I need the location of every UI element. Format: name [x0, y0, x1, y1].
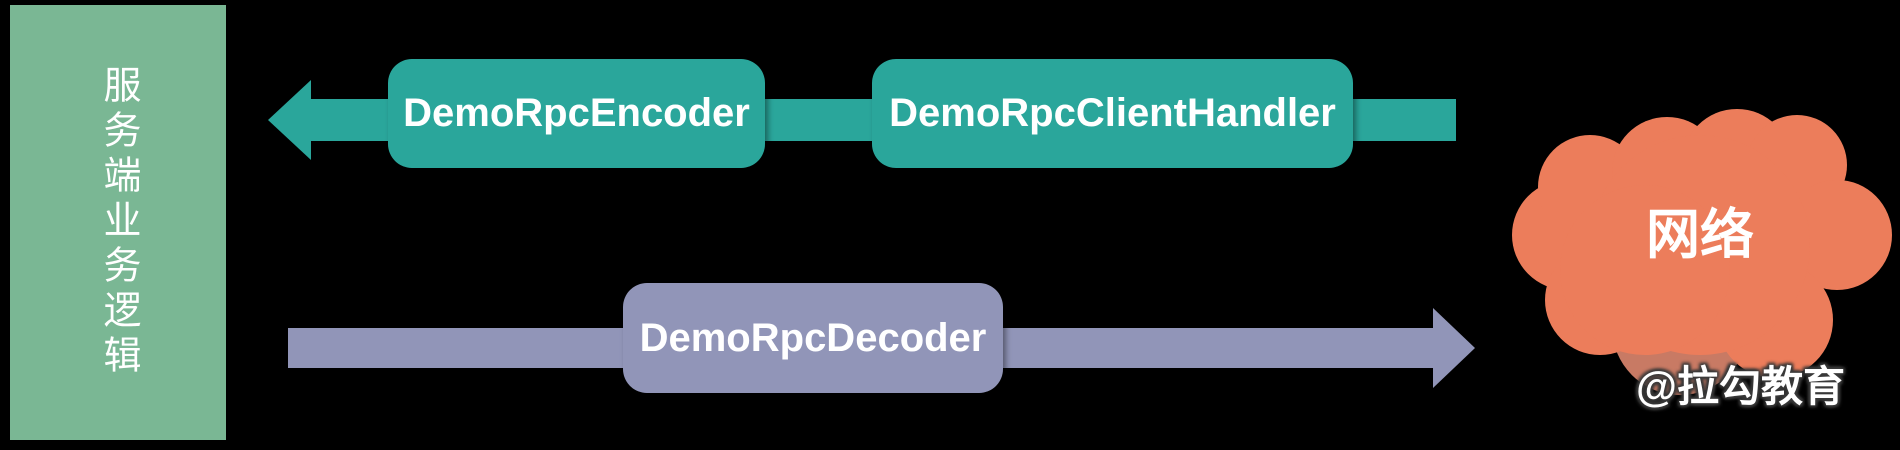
watermark-label: @拉勾教育 — [1636, 363, 1845, 410]
outbound-arrow-head-icon — [268, 80, 311, 160]
decoder-node: DemoRpcDecoder — [623, 283, 1003, 393]
client-handler-label: DemoRpcClientHandler — [889, 91, 1336, 135]
client-handler-node: DemoRpcClientHandler — [872, 59, 1353, 168]
cloud-body — [1512, 109, 1892, 378]
encoder-node: DemoRpcEncoder — [388, 59, 765, 168]
server-business-logic-block: 服务端业务逻辑 — [10, 5, 226, 440]
inbound-arrow-head-icon — [1433, 308, 1475, 388]
server-business-logic-label: 服务端业务逻辑 — [97, 65, 139, 380]
encoder-label: DemoRpcEncoder — [403, 91, 750, 135]
network-label: 网络 — [1646, 204, 1754, 265]
decoder-label: DemoRpcDecoder — [639, 315, 987, 360]
network-cloud-icon: 网络 — [1512, 109, 1892, 395]
